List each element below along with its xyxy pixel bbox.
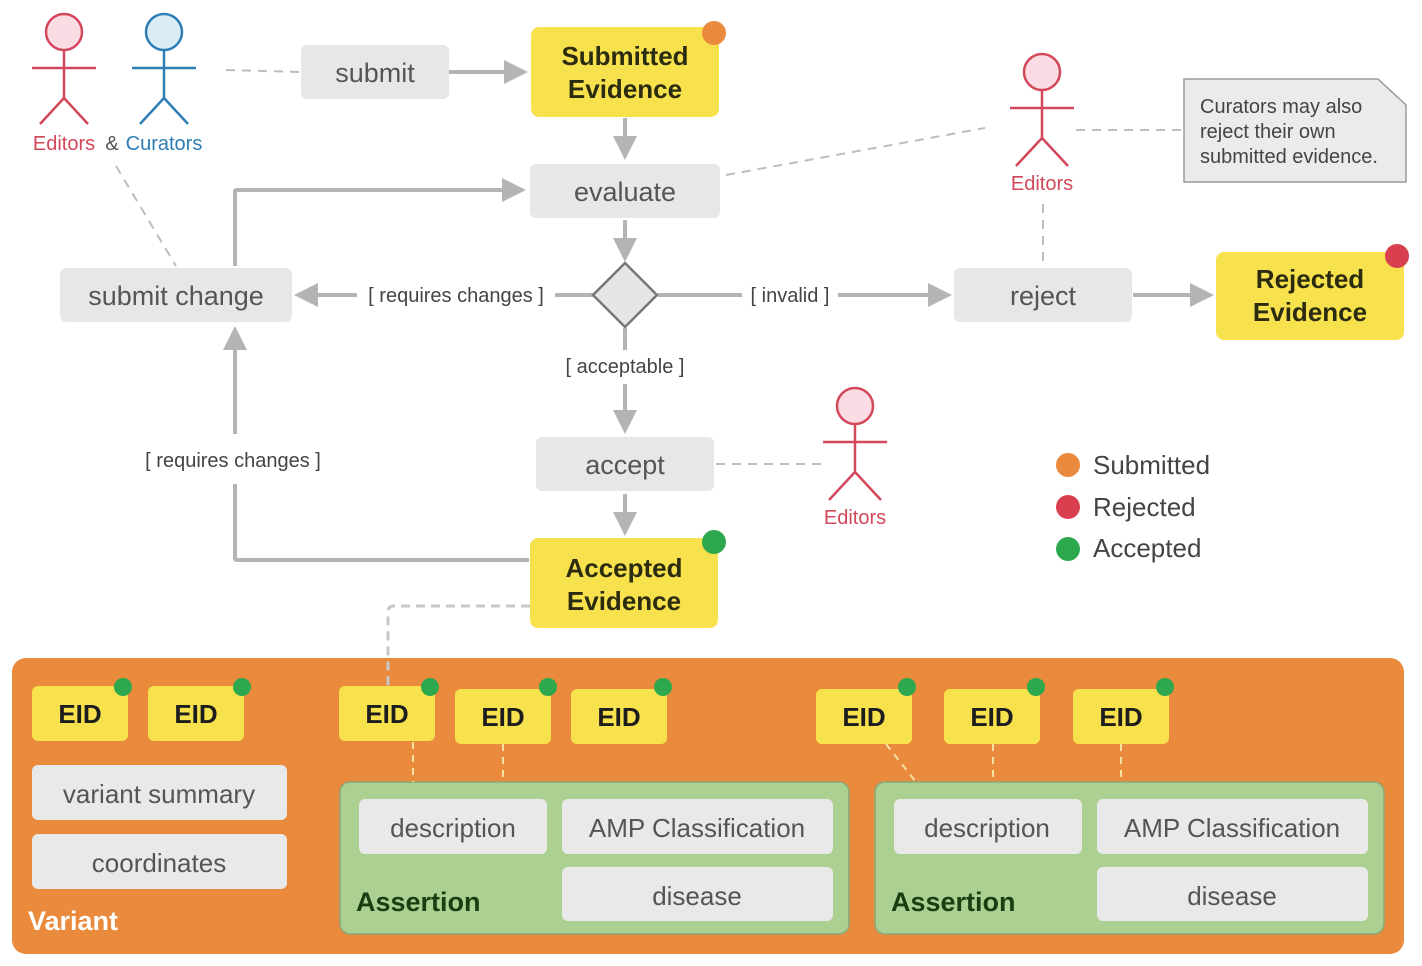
- status-dot-accepted: [702, 530, 726, 554]
- curators-note: Curators may also reject their own submi…: [1183, 78, 1407, 183]
- eid-label: EID: [365, 699, 408, 729]
- eid-chip: EID: [148, 678, 251, 741]
- coordinates-field: coordinates: [32, 834, 287, 889]
- state-label-line1: Rejected: [1256, 264, 1364, 294]
- disease-field: disease: [1187, 881, 1277, 911]
- disease-field: disease: [652, 881, 742, 911]
- eid-label: EID: [481, 702, 524, 732]
- submit-activity: submit: [301, 45, 449, 99]
- state-label-line2: Evidence: [1253, 297, 1367, 327]
- guard-requires-changes: [ requires changes ]: [368, 285, 544, 307]
- note-line: reject their own: [1200, 121, 1336, 143]
- eid-label: EID: [970, 702, 1013, 732]
- field-label: coordinates: [92, 848, 226, 878]
- editors-actor-top: Editors: [32, 12, 96, 155]
- accepted-evidence-link: [386, 604, 530, 686]
- status-dot-accepted: [114, 678, 132, 696]
- ampersand-label: &: [105, 133, 119, 155]
- decision-diamond: [591, 261, 659, 329]
- legend: Submitted Rejected Accepted: [1056, 450, 1210, 563]
- eid-label: EID: [842, 702, 885, 732]
- editors-label: Editors: [1011, 173, 1073, 195]
- status-dot-accepted: [1156, 678, 1174, 696]
- legend-dot-rejected: [1056, 495, 1080, 519]
- editors-actor-accept: Editors: [823, 386, 887, 529]
- variant-title: Variant: [28, 906, 118, 936]
- reject-activity: reject: [954, 268, 1132, 322]
- accept-activity: accept: [536, 437, 714, 491]
- rejected-evidence-state: Rejected Evidence: [1216, 244, 1409, 340]
- eid-chip: EID: [571, 678, 672, 744]
- description-field: description: [924, 813, 1050, 843]
- note-line: Curators may also: [1200, 96, 1362, 118]
- editors-label: Editors: [33, 133, 95, 155]
- note-line: submitted evidence.: [1200, 146, 1378, 168]
- eid-chip: EID: [944, 678, 1045, 744]
- state-label-line2: Evidence: [567, 586, 681, 616]
- activity-label: evaluate: [574, 177, 676, 207]
- eid-links: [412, 742, 1122, 783]
- status-dot-accepted: [1027, 678, 1045, 696]
- assertion-box-2: description AMP Classification disease A…: [874, 781, 1385, 935]
- accepted-evidence-state: Accepted Evidence: [530, 530, 726, 628]
- legend-label: Submitted: [1093, 450, 1210, 480]
- editors-label: Editors: [824, 507, 886, 529]
- status-dot-accepted: [654, 678, 672, 696]
- submitted-evidence-state: Submitted Evidence: [531, 21, 726, 117]
- eid-label: EID: [597, 702, 640, 732]
- assertion-title: Assertion: [891, 887, 1016, 917]
- workflow-arrows: [223, 60, 1214, 562]
- legend-dot-submitted: [1056, 453, 1080, 477]
- assertion-title: Assertion: [356, 887, 481, 917]
- eid-label: EID: [174, 699, 217, 729]
- status-dot-submitted: [702, 21, 726, 45]
- description-field: description: [390, 813, 516, 843]
- status-dot-accepted: [898, 678, 916, 696]
- variant-summary-field: variant summary: [32, 765, 287, 820]
- eid-label: EID: [1099, 702, 1142, 732]
- eid-chip: EID: [455, 678, 557, 744]
- state-label-line2: Evidence: [568, 74, 682, 104]
- activity-label: accept: [585, 450, 665, 480]
- eid-chip: EID: [32, 678, 132, 741]
- guard-requires-changes-loop: [ requires changes ]: [145, 450, 321, 472]
- eid-label: EID: [58, 699, 101, 729]
- curators-label: Curators: [126, 133, 203, 155]
- eid-chip: EID: [816, 678, 916, 744]
- actor-associations: [115, 69, 1182, 465]
- guard-acceptable: [ acceptable ]: [566, 356, 685, 378]
- status-dot-accepted: [421, 678, 439, 696]
- evaluate-activity: evaluate: [530, 164, 720, 218]
- activity-label: submit change: [88, 281, 264, 311]
- editors-actor-reject: Editors: [1010, 52, 1074, 195]
- amp-classification-field: AMP Classification: [1124, 813, 1340, 843]
- state-label-line1: Submitted: [561, 41, 688, 71]
- eid-chip: EID: [1073, 678, 1174, 744]
- variant-container: Variant variant summary coordinates desc…: [12, 658, 1404, 954]
- status-dot-accepted: [539, 678, 557, 696]
- guard-invalid: [ invalid ]: [751, 285, 830, 307]
- submit-change-activity: submit change: [60, 268, 292, 322]
- status-dot-accepted: [233, 678, 251, 696]
- status-dot-rejected: [1385, 244, 1409, 268]
- activity-label: submit: [335, 58, 415, 88]
- curators-actor: Curators: [126, 12, 203, 155]
- assertion-box-1: description AMP Classification disease A…: [339, 781, 850, 935]
- activity-label: reject: [1010, 281, 1077, 311]
- eid-chip: EID: [339, 678, 439, 741]
- field-label: variant summary: [63, 779, 255, 809]
- legend-label: Rejected: [1093, 492, 1196, 522]
- state-label-line1: Accepted: [565, 553, 682, 583]
- amp-classification-field: AMP Classification: [589, 813, 805, 843]
- legend-dot-accepted: [1056, 537, 1080, 561]
- legend-label: Accepted: [1093, 533, 1201, 563]
